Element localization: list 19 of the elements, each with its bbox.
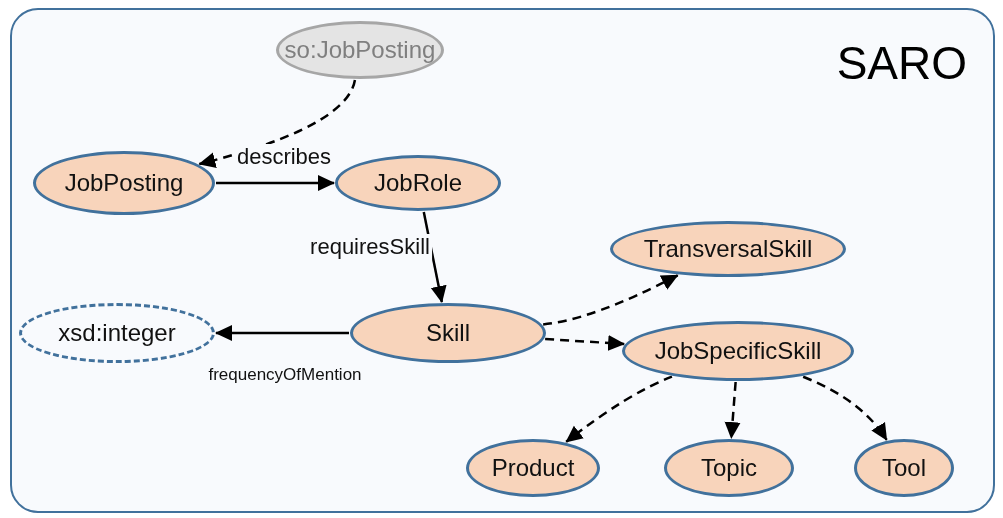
class-name: so:JobPosting — [284, 36, 436, 64]
class-name: Skill — [426, 319, 470, 347]
edge-label: frequencyOfMention — [206, 365, 364, 385]
class-name: JobPosting — [64, 169, 184, 197]
class-name: xsd:integer — [58, 319, 176, 347]
arrow — [216, 175, 335, 191]
arrow — [198, 79, 357, 168]
class-name: Topic — [701, 454, 757, 482]
ontology-panel — [10, 8, 995, 513]
arrow — [802, 375, 888, 441]
arrow — [724, 381, 741, 439]
class-name: Tool — [882, 454, 926, 482]
class-name: JobRole — [373, 169, 463, 197]
class-name: Product — [491, 454, 575, 482]
class-name: JobSpecificSkill — [654, 337, 822, 365]
edge-label: requiresSkill — [308, 234, 432, 260]
class-name: TransversalSkill — [643, 235, 813, 263]
arrow — [215, 325, 349, 341]
panel-title: SARO — [836, 36, 967, 90]
